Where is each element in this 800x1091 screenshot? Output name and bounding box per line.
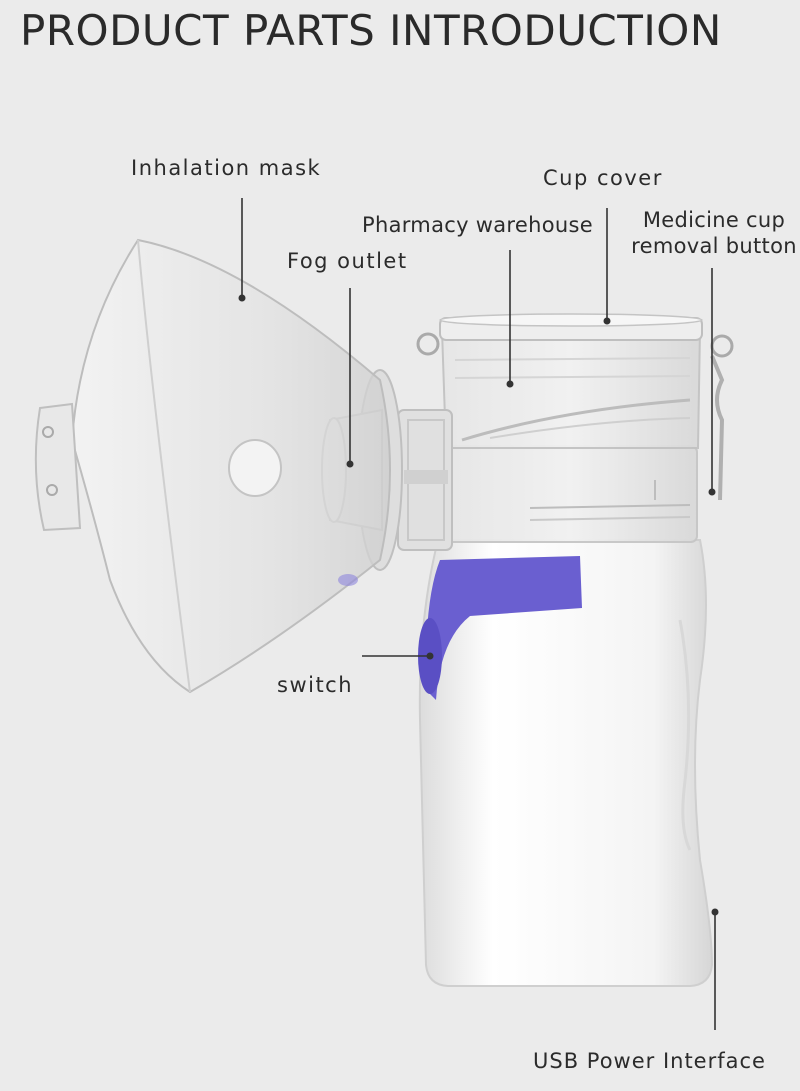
mask-strap-tab (34, 402, 82, 532)
cover-hinge-right (710, 334, 734, 358)
label-cup-cover: Cup cover (543, 166, 663, 190)
accent-band (425, 556, 582, 700)
body-side-slot (678, 619, 692, 851)
leader-lines (241, 198, 716, 1030)
label-switch: switch (277, 673, 354, 697)
label-usb-power-interface: USB Power Interface (533, 1049, 766, 1073)
leader-dots (238, 294, 719, 916)
label-medicine-cup-removal-button: Medicine cup removal button (628, 207, 800, 259)
lower-cup (444, 445, 698, 543)
label-inhalation-mask: Inhalation mask (131, 156, 322, 180)
cover-hinge-left (416, 332, 440, 356)
page-title: PRODUCT PARTS INTRODUCTION (20, 6, 722, 55)
label-medicine-cup-line1: Medicine cup (642, 208, 786, 232)
label-fog-outlet: Fog outlet (287, 249, 408, 273)
mask-vent (228, 439, 282, 497)
device-body (418, 539, 714, 987)
label-pharmacy-warehouse: Pharmacy warehouse (362, 213, 593, 237)
medicine-cup (440, 329, 702, 449)
removal-clip (710, 355, 725, 501)
label-medicine-cup-line2: removal button (631, 234, 797, 258)
